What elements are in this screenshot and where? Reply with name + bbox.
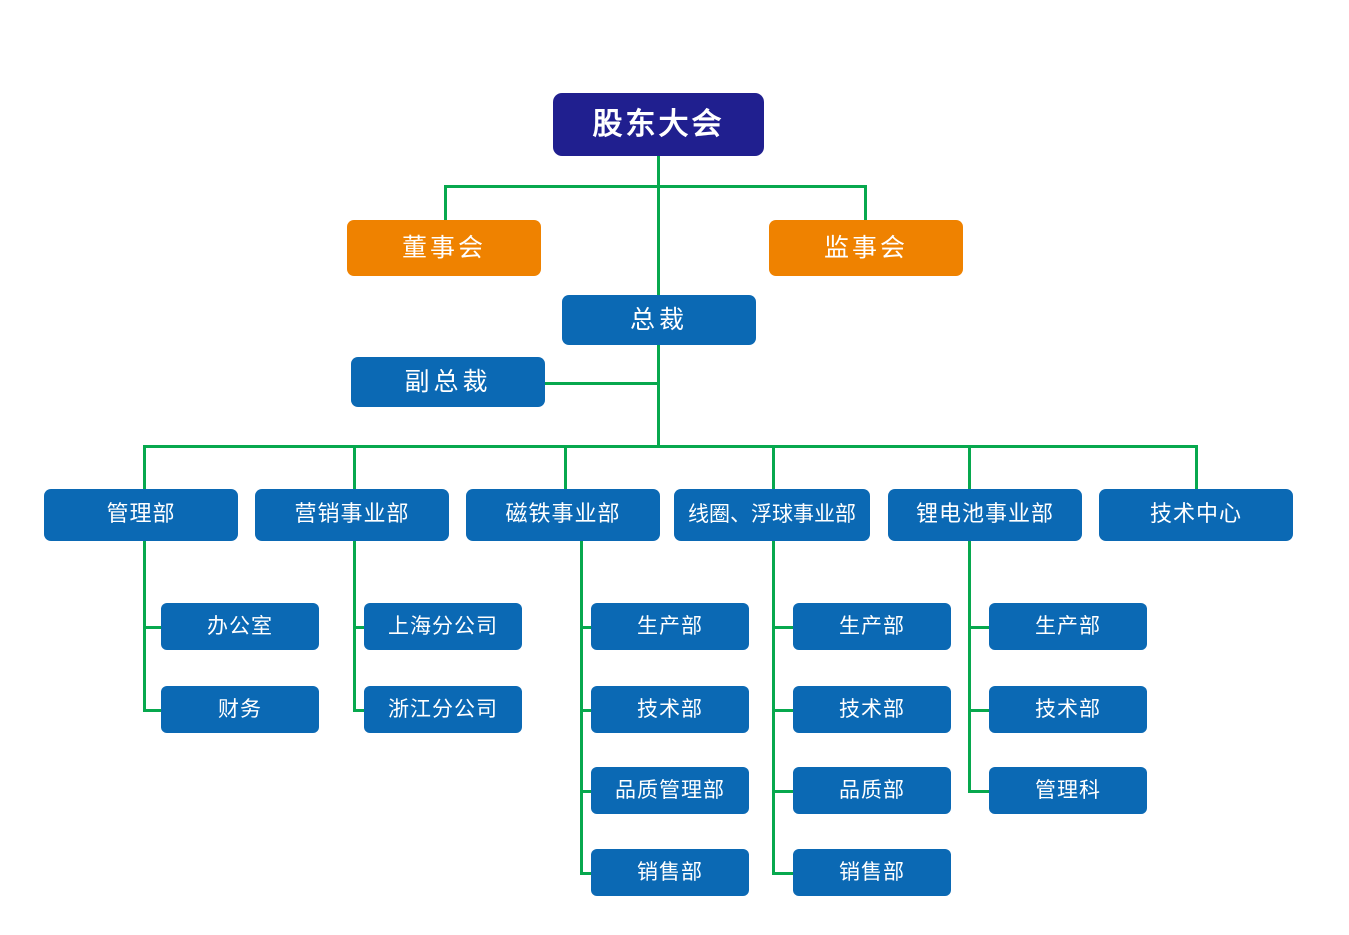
connector-division-drop-coil-float xyxy=(772,445,775,490)
connector-president-to-divisions xyxy=(657,344,660,446)
connector-branch-management-1 xyxy=(143,709,163,712)
connector-branch-lithium-battery-0 xyxy=(968,626,990,629)
connector-division-drop-marketing xyxy=(353,445,356,490)
connector-trunk-coil-float xyxy=(772,540,775,874)
connector-root-down xyxy=(657,155,660,187)
subunit-coil-float-sales[interactable]: 销售部 xyxy=(793,849,951,896)
connector-division-drop-magnet xyxy=(564,445,567,490)
connector-trunk-lithium-battery xyxy=(968,540,971,792)
division-tech-center[interactable]: 技术中心 xyxy=(1099,489,1293,541)
connector-division-drop-management xyxy=(143,445,146,490)
connector-branch-coil-float-3 xyxy=(772,872,794,875)
subunit-coil-float-quality[interactable]: 品质部 xyxy=(793,767,951,814)
connector-branch-magnet-3 xyxy=(580,872,600,875)
connector-trunk-magnet xyxy=(580,540,583,874)
connector-division-drop-lithium-battery xyxy=(968,445,971,490)
subunit-lithium-battery-production[interactable]: 生产部 xyxy=(989,603,1147,650)
connector-vice-president xyxy=(545,382,660,385)
subunit-magnet-quality-management[interactable]: 品质管理部 xyxy=(591,767,749,814)
connector-committee-bus xyxy=(444,185,867,188)
connector-branch-coil-float-2 xyxy=(772,790,794,793)
node-vice-president[interactable]: 副总裁 xyxy=(351,357,545,407)
connector-supervisors-down xyxy=(864,185,867,220)
connector-branch-marketing-1 xyxy=(353,709,373,712)
connector-division-bus xyxy=(143,445,1198,448)
subunit-coil-float-technology[interactable]: 技术部 xyxy=(793,686,951,733)
connector-branch-lithium-battery-2 xyxy=(968,790,990,793)
node-board-of-supervisors[interactable]: 监事会 xyxy=(769,220,963,276)
subunit-management-office[interactable]: 办公室 xyxy=(161,603,319,650)
node-board-of-directors[interactable]: 董事会 xyxy=(347,220,541,276)
node-president[interactable]: 总裁 xyxy=(562,295,756,345)
connector-division-drop-tech-center xyxy=(1195,445,1198,490)
subunit-marketing-zhejiang-branch[interactable]: 浙江分公司 xyxy=(364,686,522,733)
subunit-lithium-battery-technology[interactable]: 技术部 xyxy=(989,686,1147,733)
division-magnet[interactable]: 磁铁事业部 xyxy=(466,489,660,541)
subunit-magnet-production[interactable]: 生产部 xyxy=(591,603,749,650)
connector-branch-magnet-2 xyxy=(580,790,600,793)
connector-board-down xyxy=(444,185,447,220)
connector-president-down xyxy=(657,185,660,295)
connector-branch-marketing-0 xyxy=(353,626,373,629)
connector-branch-magnet-0 xyxy=(580,626,600,629)
subunit-marketing-shanghai-branch[interactable]: 上海分公司 xyxy=(364,603,522,650)
subunit-management-finance[interactable]: 财务 xyxy=(161,686,319,733)
division-marketing[interactable]: 营销事业部 xyxy=(255,489,449,541)
connector-branch-coil-float-1 xyxy=(772,709,794,712)
subunit-lithium-battery-administration[interactable]: 管理科 xyxy=(989,767,1147,814)
subunit-magnet-sales[interactable]: 销售部 xyxy=(591,849,749,896)
division-management[interactable]: 管理部 xyxy=(44,489,238,541)
node-shareholders-meeting[interactable]: 股东大会 xyxy=(553,93,764,156)
connector-branch-coil-float-0 xyxy=(772,626,794,629)
connector-branch-magnet-1 xyxy=(580,709,600,712)
division-lithium-battery[interactable]: 锂电池事业部 xyxy=(888,489,1082,541)
connector-branch-management-0 xyxy=(143,626,163,629)
subunit-coil-float-production[interactable]: 生产部 xyxy=(793,603,951,650)
subunit-magnet-technology[interactable]: 技术部 xyxy=(591,686,749,733)
division-coil-float[interactable]: 线圈、浮球事业部 xyxy=(674,489,870,541)
connector-branch-lithium-battery-1 xyxy=(968,709,990,712)
